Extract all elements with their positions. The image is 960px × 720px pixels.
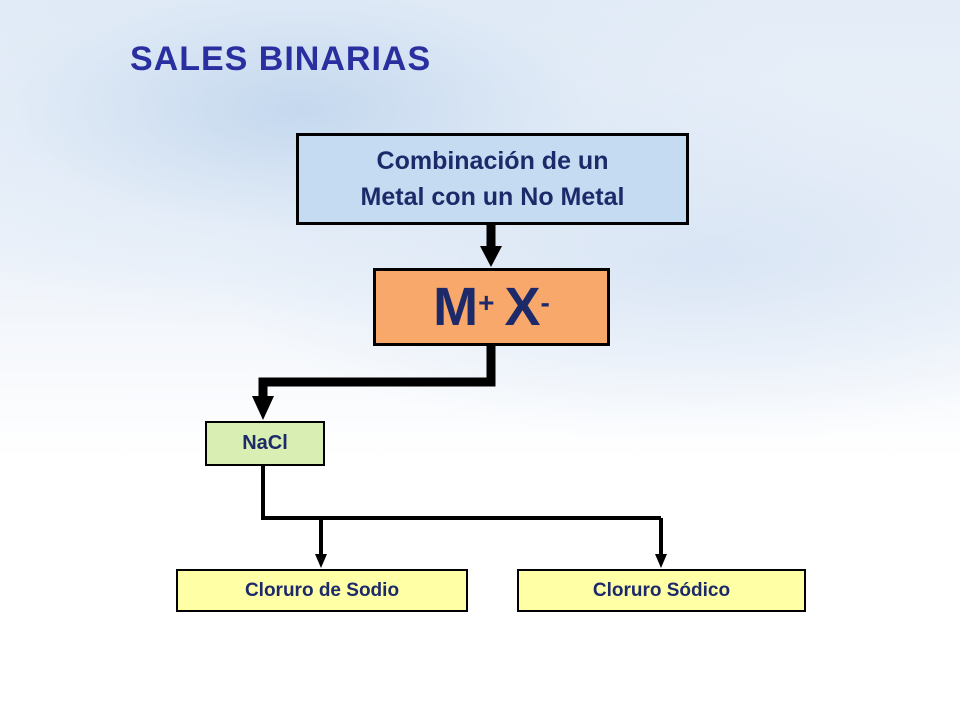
arrowhead-to-formula bbox=[480, 246, 502, 267]
anion-charge: - bbox=[540, 287, 550, 318]
arrowhead-to-example bbox=[252, 396, 274, 420]
definition-line-2: Metal con un No Metal bbox=[360, 183, 625, 211]
cation-charge: + bbox=[478, 287, 495, 318]
arrowhead-to-name-2 bbox=[655, 554, 667, 568]
formula-box: M+ X- bbox=[373, 268, 610, 346]
name-box-2: Cloruro Sódico bbox=[517, 569, 806, 612]
arrowhead-to-name-1 bbox=[315, 554, 327, 568]
slide-title: SALES BINARIAS bbox=[130, 40, 432, 78]
definition-line-1: Combinación de un bbox=[376, 147, 609, 175]
connector-formula-example bbox=[258, 346, 496, 398]
connector-example-names bbox=[261, 466, 661, 520]
cation-symbol: M bbox=[433, 277, 479, 337]
definition-box: Combinación de un Metal con un No Metal bbox=[296, 133, 689, 225]
anion-symbol: X bbox=[504, 277, 541, 337]
name-label-1: Cloruro de Sodio bbox=[244, 579, 400, 601]
example-formula: NaCl bbox=[242, 432, 288, 454]
name-label-2: Cloruro Sódico bbox=[592, 579, 731, 601]
name-box-1: Cloruro de Sodio bbox=[176, 569, 468, 612]
example-box: NaCl bbox=[205, 421, 325, 466]
